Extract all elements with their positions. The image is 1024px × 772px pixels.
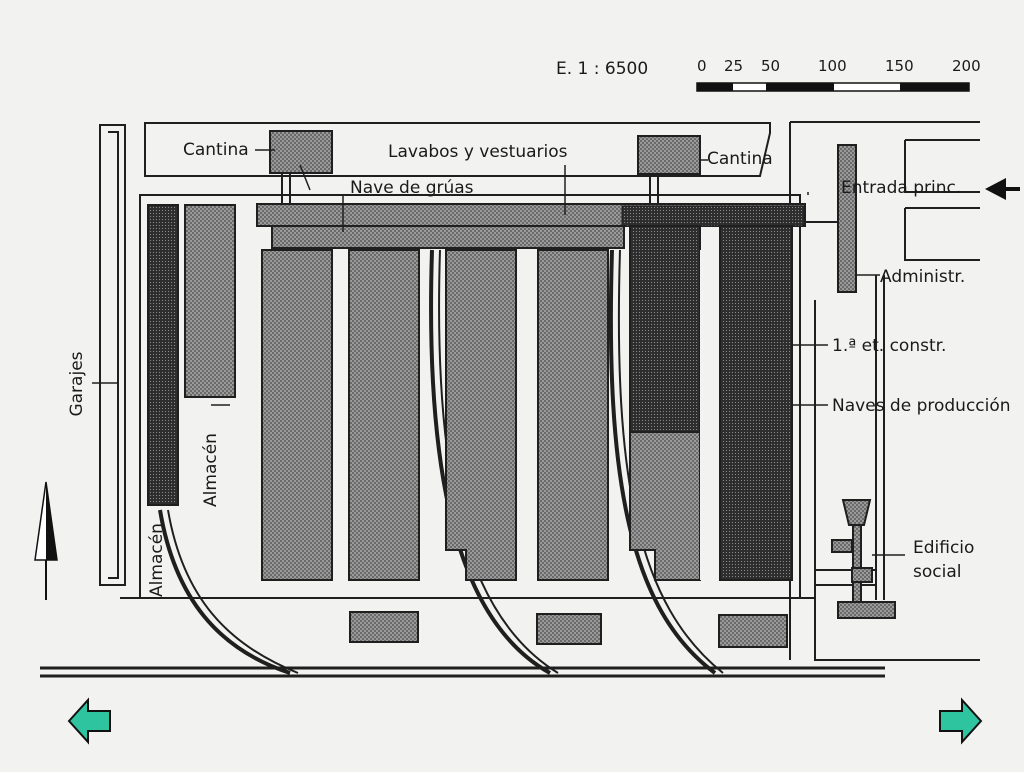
label-garajes: Garajes [67, 351, 87, 416]
production-halls [261, 225, 793, 581]
scale-tick: 200 [952, 57, 981, 75]
north-arrow-icon [34, 481, 58, 600]
label-almacen-2: Almacén [201, 433, 221, 507]
label-lavabos: Lavabos y vestuarios [388, 142, 568, 162]
almacen-building-2 [184, 204, 236, 398]
scale-tick: 100 [818, 57, 847, 75]
cantina-right-building [637, 135, 701, 175]
arrow-right-icon [939, 697, 983, 745]
scale-tick: 50 [761, 57, 780, 75]
scale-tick: 0 [697, 57, 707, 75]
label-nave-gruas: Nave de grúas [350, 178, 474, 198]
label-cantina-right: Cantina [707, 149, 773, 169]
label-social: social [913, 562, 961, 582]
administracion-building [837, 144, 857, 293]
label-construccion: 1.ª et. constr. [832, 336, 946, 356]
prev-slide-button[interactable] [67, 697, 111, 745]
leader-lines [92, 149, 905, 556]
arrow-left-icon [985, 178, 1020, 200]
scale-bar [696, 82, 970, 92]
scale-ratio: E. 1 : 6500 [556, 59, 648, 79]
label-cantina-left: Cantina [183, 140, 249, 160]
scale-tick: 150 [885, 57, 914, 75]
scale-ticks: 0 25 50 100 150 200 [697, 57, 981, 75]
almacen-building-1 [147, 204, 179, 506]
scale-tick: 25 [724, 57, 743, 75]
site-outline [99, 121, 980, 661]
small-buildings [349, 611, 788, 648]
label-administr: Administr. [880, 267, 965, 287]
arrow-left-icon [67, 697, 111, 745]
label-naves-produccion: Naves de producción [832, 396, 1011, 416]
label-almacen-1: Almacén [147, 523, 167, 597]
label-edificio: Edificio [913, 538, 974, 558]
lavabos-building [271, 225, 625, 249]
label-entrada: Entrada princ. [841, 178, 961, 198]
next-slide-button[interactable] [939, 697, 983, 745]
edificio-social-building [831, 499, 896, 619]
